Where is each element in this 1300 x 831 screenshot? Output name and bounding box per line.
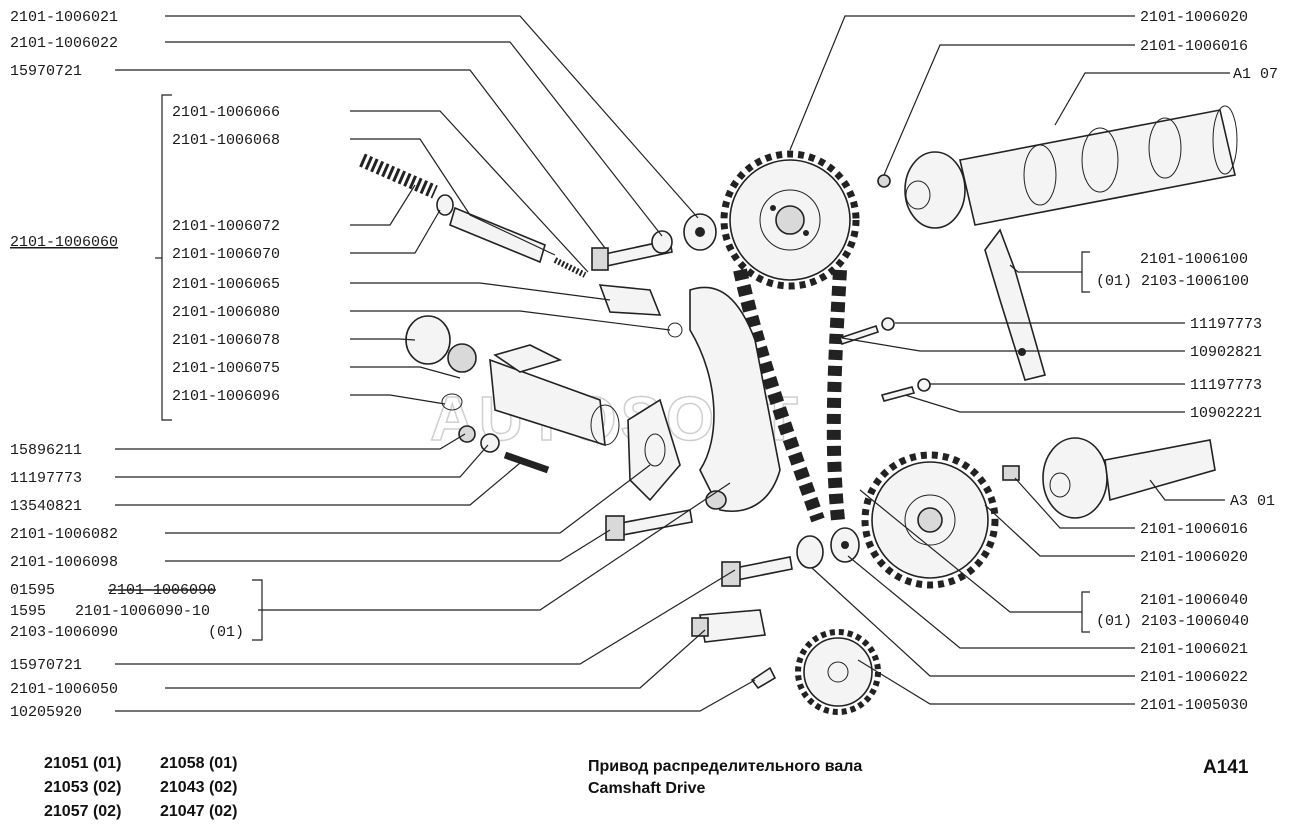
label-2103-1006100: (01) 2103-1006100 — [1096, 273, 1249, 290]
label-2101-1006065: 2101-1006065 — [172, 276, 280, 293]
label-15970721-bottom: 15970721 — [10, 657, 82, 674]
label-2101-1006020-top: 2101-1006020 — [1140, 9, 1248, 26]
label-2101-1006021-bottom: 2101-1006021 — [1140, 641, 1248, 658]
label-2101-1006100: 2101-1006100 — [1140, 251, 1248, 268]
label-10902221: 10902221 — [1190, 405, 1262, 422]
intermediate-sprocket — [861, 451, 999, 589]
label-01595: 01595 — [10, 582, 55, 599]
label-2101-1006090-10: 2101-1006090-10 — [75, 603, 210, 620]
label-2101-1006070: 2101-1006070 — [172, 246, 280, 263]
label-2101-1006040: 2101-1006040 — [1140, 592, 1248, 609]
timing-chain — [733, 268, 847, 523]
label-2101-1006096: 2101-1006096 — [172, 388, 280, 405]
model-21053: 21053 (02) — [44, 779, 121, 796]
model-21057: 21057 (02) — [44, 803, 121, 820]
label-2101-1006022-bottom: 2101-1006022 — [1140, 669, 1248, 686]
label-2101-1006078: 2101-1006078 — [172, 332, 280, 349]
model-21058: 21058 (01) — [160, 755, 237, 772]
fasteners — [591, 213, 931, 587]
label-2103-1006040: (01) 2103-1006040 — [1096, 613, 1249, 630]
label-13540821: 13540821 — [10, 498, 82, 515]
labels-left: 2101-1006021 2101-1006022 15970721 2101-… — [10, 9, 280, 721]
labels-right: 2101-1006020 2101-1006016 A1 07 2101-100… — [1096, 9, 1278, 714]
leader-lines — [115, 15, 1230, 712]
label-2101-1006060-group: 2101-1006060 — [10, 234, 118, 251]
chain-guide-plate — [984, 228, 1046, 381]
label-2101-1006090: 2101-1006090 — [108, 582, 216, 599]
label-2101-1006080: 2101-1006080 — [172, 304, 280, 321]
label-2101-1006016-bottom: 2101-1006016 — [1140, 521, 1248, 538]
camshaft — [877, 105, 1238, 229]
label-2101-1006072: 2101-1006072 — [172, 218, 280, 235]
chain-shoe — [689, 286, 781, 512]
label-2101-1005030: 2101-1005030 — [1140, 697, 1248, 714]
crankshaft-sprocket — [795, 629, 881, 715]
model-21051: 21051 (01) — [44, 755, 121, 772]
label-1595: 1595 — [10, 603, 46, 620]
label-2101-1006021-top: 2101-1006021 — [10, 9, 118, 26]
label-a3-01: A3 01 — [1230, 493, 1275, 510]
title-russian: Привод распределительного вала — [588, 758, 862, 775]
page-code: A141 — [1203, 757, 1249, 778]
label-2103-1006090: 2103-1006090 — [10, 624, 118, 641]
label-10902821: 10902821 — [1190, 344, 1262, 361]
label-2101-1006098: 2101-1006098 — [10, 554, 118, 571]
auxiliary-shaft — [1002, 437, 1216, 519]
label-15896211: 15896211 — [10, 442, 82, 459]
label-10205920: 10205920 — [10, 704, 82, 721]
label-15970721-top: 15970721 — [10, 63, 82, 80]
label-2101-1006050: 2101-1006050 — [10, 681, 118, 698]
title-english: Camshaft Drive — [588, 780, 705, 797]
label-2101-1006075: 2101-1006075 — [172, 360, 280, 377]
label-a1-07: A1 07 — [1233, 66, 1278, 83]
model-21047: 21047 (02) — [160, 803, 237, 820]
camshaft-sprocket-upper — [720, 150, 860, 290]
label-2103-1006090-note: (01) — [208, 624, 244, 641]
label-11197773-right-bottom: 11197773 — [1190, 377, 1262, 394]
label-2101-1006068: 2101-1006068 — [172, 132, 280, 149]
label-2101-1006020-bottom: 2101-1006020 — [1140, 549, 1248, 566]
chain-tensioner — [359, 153, 683, 502]
label-2101-1006016-top: 2101-1006016 — [1140, 38, 1248, 55]
label-2101-1006022-top: 2101-1006022 — [10, 35, 118, 52]
parts-drawing — [359, 105, 1238, 715]
label-2101-1006066: 2101-1006066 — [172, 104, 280, 121]
label-11197773-right-top: 11197773 — [1190, 316, 1262, 333]
footer-models: 21051 (01) 21058 (01) 21053 (02) 21043 (… — [44, 755, 237, 820]
sensor-and-key — [691, 609, 777, 690]
model-21043: 21043 (02) — [160, 779, 237, 796]
label-2101-1006082: 2101-1006082 — [10, 526, 118, 543]
label-11197773-left: 11197773 — [10, 470, 82, 487]
